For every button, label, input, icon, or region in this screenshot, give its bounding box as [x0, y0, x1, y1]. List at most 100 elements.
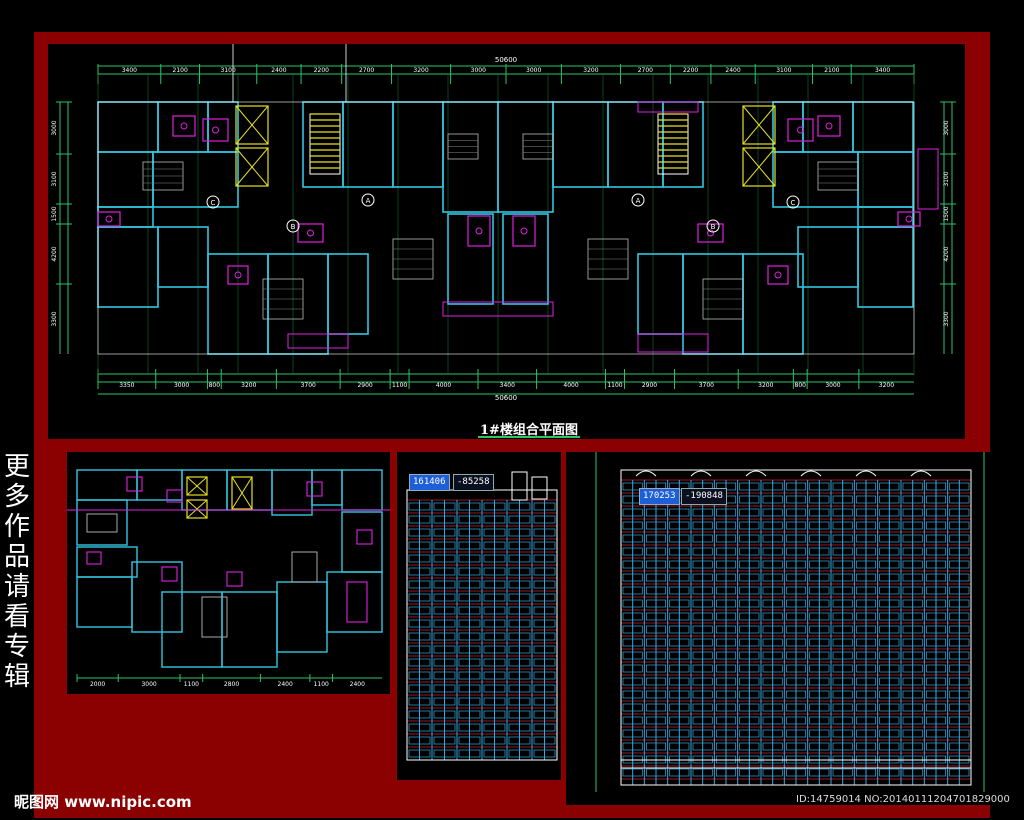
window	[739, 560, 760, 569]
window	[483, 580, 506, 589]
window	[408, 554, 431, 563]
window	[669, 664, 690, 673]
room-wall	[772, 151, 859, 208]
window	[925, 586, 947, 595]
window	[902, 482, 923, 491]
window	[533, 541, 556, 550]
window	[622, 573, 643, 582]
window	[879, 573, 900, 582]
room-wall	[797, 226, 859, 288]
window	[762, 729, 783, 738]
window	[902, 703, 923, 712]
window	[622, 768, 643, 777]
window	[809, 625, 830, 634]
dimension-label: 3100	[51, 171, 58, 186]
dimension-label: 1500	[51, 206, 58, 221]
elevation-right: 170253 -190848	[566, 452, 990, 805]
window	[762, 638, 783, 647]
window	[902, 534, 923, 543]
room-wall	[742, 253, 804, 355]
room-wall	[76, 499, 128, 546]
bathroom-fixture	[161, 566, 178, 582]
fixture-symbol	[825, 122, 833, 130]
window	[483, 606, 506, 615]
window	[949, 495, 970, 504]
window	[533, 593, 556, 602]
window	[645, 651, 667, 660]
window	[715, 612, 737, 621]
dimension-label: 2000	[90, 681, 105, 688]
window	[832, 573, 853, 582]
window	[645, 625, 667, 634]
window	[508, 710, 531, 719]
window	[949, 612, 970, 621]
window	[692, 638, 713, 647]
room-wall	[802, 101, 854, 153]
room-wall	[442, 101, 499, 213]
window	[902, 508, 923, 517]
window	[832, 729, 853, 738]
window	[762, 651, 783, 660]
window	[408, 528, 431, 537]
window	[832, 703, 853, 712]
dimension-label: 4000	[436, 382, 451, 389]
window	[645, 586, 667, 595]
window	[949, 534, 970, 543]
window	[785, 703, 807, 712]
room-wall	[502, 213, 549, 305]
bathroom-fixture	[97, 211, 121, 227]
window	[715, 742, 737, 751]
window	[855, 703, 877, 712]
bathroom-fixture	[202, 118, 229, 142]
dimension-label: 1100	[314, 681, 329, 688]
window	[508, 658, 531, 667]
window	[508, 723, 531, 732]
window	[622, 690, 643, 699]
window	[809, 612, 830, 621]
dimension-label: 3100	[776, 67, 791, 74]
window	[739, 612, 760, 621]
fixture-symbol	[707, 229, 714, 237]
axis-bubble	[706, 219, 720, 233]
window	[902, 677, 923, 686]
balcony-outline	[637, 101, 699, 113]
window	[739, 534, 760, 543]
bathroom-fixture	[172, 115, 196, 137]
window	[832, 638, 853, 647]
window	[785, 651, 807, 660]
window	[508, 645, 531, 654]
window	[645, 521, 667, 530]
window	[879, 495, 900, 504]
window	[669, 534, 690, 543]
window	[855, 521, 877, 530]
window	[458, 632, 481, 641]
window	[715, 664, 737, 673]
bathroom-fixture	[817, 115, 841, 137]
window	[809, 599, 830, 608]
dimension-label: 2200	[314, 67, 329, 74]
window	[533, 710, 556, 719]
furniture-table	[86, 513, 118, 533]
window	[925, 521, 947, 530]
window	[762, 560, 783, 569]
elevator-shaft	[231, 476, 253, 510]
window	[458, 580, 481, 589]
window	[408, 502, 431, 511]
window	[692, 690, 713, 699]
dimension-label: 3400	[122, 67, 137, 74]
window	[433, 710, 456, 719]
room-wall	[852, 101, 914, 153]
window	[855, 495, 877, 504]
fixture-symbol	[905, 215, 913, 223]
axis-label: C	[791, 199, 796, 207]
window	[669, 521, 690, 530]
window	[832, 612, 853, 621]
window	[715, 521, 737, 530]
dimension-label: 800	[209, 382, 221, 389]
window	[715, 586, 737, 595]
window	[715, 534, 737, 543]
room-wall	[271, 469, 313, 516]
window	[483, 541, 506, 550]
window	[458, 736, 481, 745]
